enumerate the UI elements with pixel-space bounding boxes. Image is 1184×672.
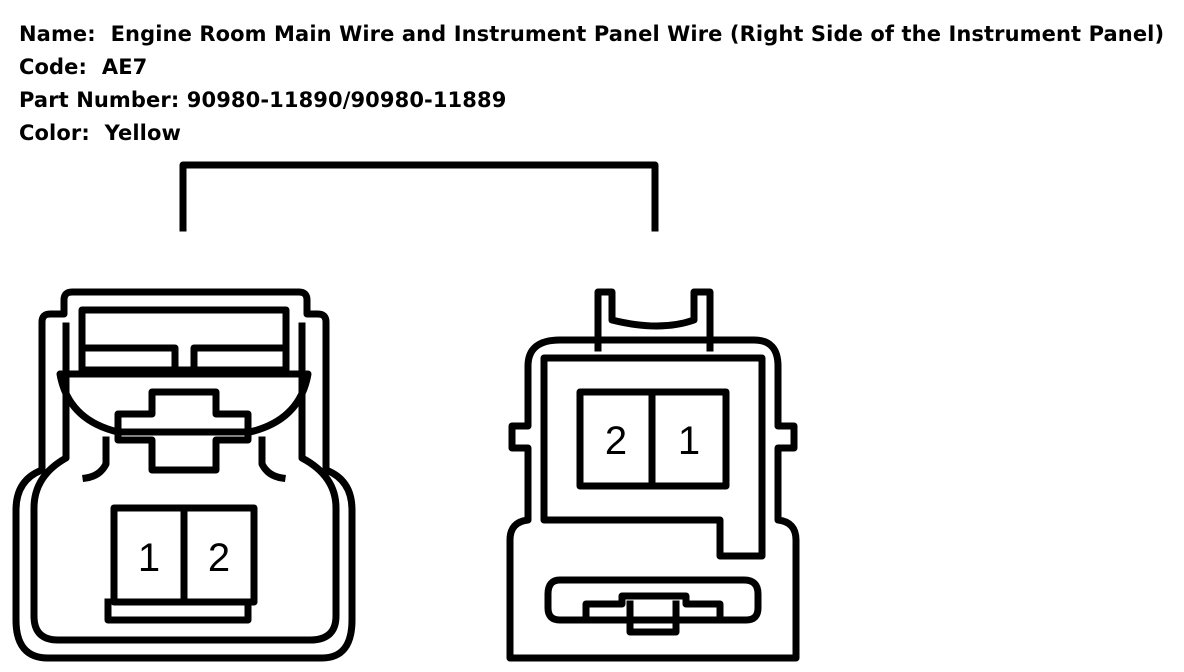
left-connector-latch-shroud xyxy=(56,370,312,436)
right-connector-bottom-lock-inner xyxy=(582,592,724,636)
code-row: Code: AE7 xyxy=(19,51,1164,84)
part-number-value: 90980-11890/90980-11889 xyxy=(186,88,507,112)
left-connector-latch-outer xyxy=(78,306,290,374)
color-label: Color: xyxy=(19,121,90,145)
name-label: Name: xyxy=(19,22,96,46)
right-connector-inner-wall xyxy=(540,354,766,560)
left-connector-inner-wall xyxy=(30,322,340,644)
part-number-row: Part Number: 90980-11890/90980-11889 xyxy=(19,84,1164,117)
right-connector-body xyxy=(506,336,800,662)
left-connector-base-step xyxy=(104,598,252,624)
right-pin-label: 1 xyxy=(678,419,700,463)
color-value: Yellow xyxy=(104,121,182,145)
left-connector-lock-tab xyxy=(114,388,252,474)
code-label: Code: xyxy=(19,55,88,79)
right-connector xyxy=(506,288,800,662)
color-row: Color: Yellow xyxy=(19,117,1164,150)
left-connector-shoulders xyxy=(82,436,286,482)
left-connector-latch-inner xyxy=(82,344,286,374)
right-pin-label: 2 xyxy=(605,419,627,463)
left-connector xyxy=(12,288,356,662)
left-connector-cavity xyxy=(110,504,258,606)
name-value: Engine Room Main Wire and Instrument Pan… xyxy=(110,22,1165,46)
code-value: AE7 xyxy=(101,55,148,79)
left-pin-label: 2 xyxy=(208,536,230,580)
name-row: Name: Engine Room Main Wire and Instrume… xyxy=(19,18,1164,51)
right-connector-bottom-lock xyxy=(544,576,762,624)
mating-bracket xyxy=(179,161,659,232)
left-connector-body xyxy=(12,288,356,662)
right-connector-latch xyxy=(594,288,714,352)
part-number-label: Part Number: xyxy=(19,88,180,112)
right-connector-cavity xyxy=(576,388,730,490)
left-pin-label: 1 xyxy=(138,536,160,580)
connector-info: Name: Engine Room Main Wire and Instrume… xyxy=(19,18,1164,150)
